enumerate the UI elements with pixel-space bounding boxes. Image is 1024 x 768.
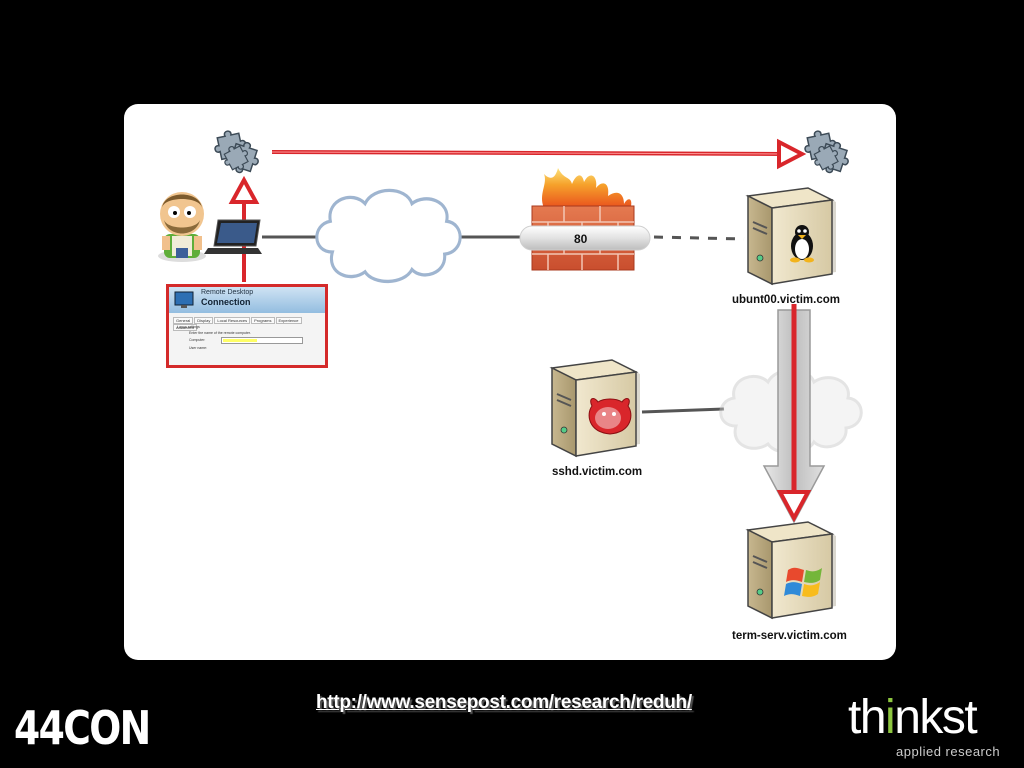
rdp-tab-programs[interactable]: Programs bbox=[251, 317, 275, 324]
44con-logo: 44CON bbox=[14, 701, 151, 755]
rdp-tab-local-resources[interactable]: Local Resources bbox=[214, 317, 251, 324]
firewall bbox=[519, 168, 651, 271]
freebsd-daemon-icon bbox=[588, 398, 632, 435]
rdp-tab-general[interactable]: General bbox=[173, 317, 194, 324]
port-80-pipe bbox=[519, 225, 651, 251]
network-diagram bbox=[158, 127, 863, 620]
rdp-computer-label: Computer: bbox=[189, 338, 206, 342]
thinkst-tagline: applied research bbox=[896, 744, 1001, 759]
rdp-tab-advanced[interactable]: Advanced bbox=[173, 324, 197, 331]
thinkst-logo: thinkst bbox=[848, 691, 978, 744]
rdp-prompt: Enter the name of the remote computer. bbox=[189, 331, 251, 335]
internet-cloud bbox=[315, 188, 462, 284]
tunnel-arrow-top bbox=[271, 138, 807, 170]
thinkst-logo-pre: th bbox=[848, 691, 887, 744]
link-sshd-cloud bbox=[641, 407, 725, 414]
rdp-dialog-header: Remote Desktop Connection bbox=[169, 287, 325, 313]
firewall-port-label: 80 bbox=[574, 232, 588, 246]
rdp-computer-input[interactable] bbox=[221, 337, 303, 344]
link-firewall-ubuntu bbox=[653, 235, 745, 241]
rdp-logon-settings: Logon settings bbox=[177, 325, 200, 329]
thinkst-logo-highlight: i bbox=[885, 691, 896, 744]
thinkst-logo-post: nkst bbox=[894, 691, 978, 744]
server-ubuntu bbox=[745, 187, 836, 286]
rdp-user-label: User name: bbox=[189, 346, 208, 350]
rdp-monitor-icon bbox=[174, 291, 194, 308]
server-term-serv bbox=[745, 521, 836, 620]
internal-tunnel-arrow bbox=[762, 304, 826, 524]
rdp-title-small: Remote Desktop bbox=[201, 289, 254, 296]
laptop-icon bbox=[204, 219, 262, 254]
rdp-title-large: Connection bbox=[201, 297, 251, 307]
attacker-avatar bbox=[158, 192, 206, 262]
label-ubuntu: ubunt00.victim.com bbox=[732, 294, 840, 306]
rdp-tab-experience[interactable]: Experience bbox=[275, 317, 302, 324]
server-sshd bbox=[549, 359, 640, 458]
rdp-tab-display[interactable]: Display bbox=[194, 317, 214, 324]
plugin-puzzle-icon-left bbox=[211, 127, 264, 178]
reduh-url-link[interactable]: http://www.sensepost.com/research/reduh/ bbox=[316, 692, 692, 713]
label-sshd: sshd.victim.com bbox=[552, 466, 643, 478]
label-term-serv: term-serv.victim.com bbox=[732, 630, 847, 642]
plugin-puzzle-icon-right bbox=[801, 127, 854, 178]
linux-tux-icon bbox=[790, 225, 814, 263]
windows-logo-icon bbox=[784, 567, 822, 597]
